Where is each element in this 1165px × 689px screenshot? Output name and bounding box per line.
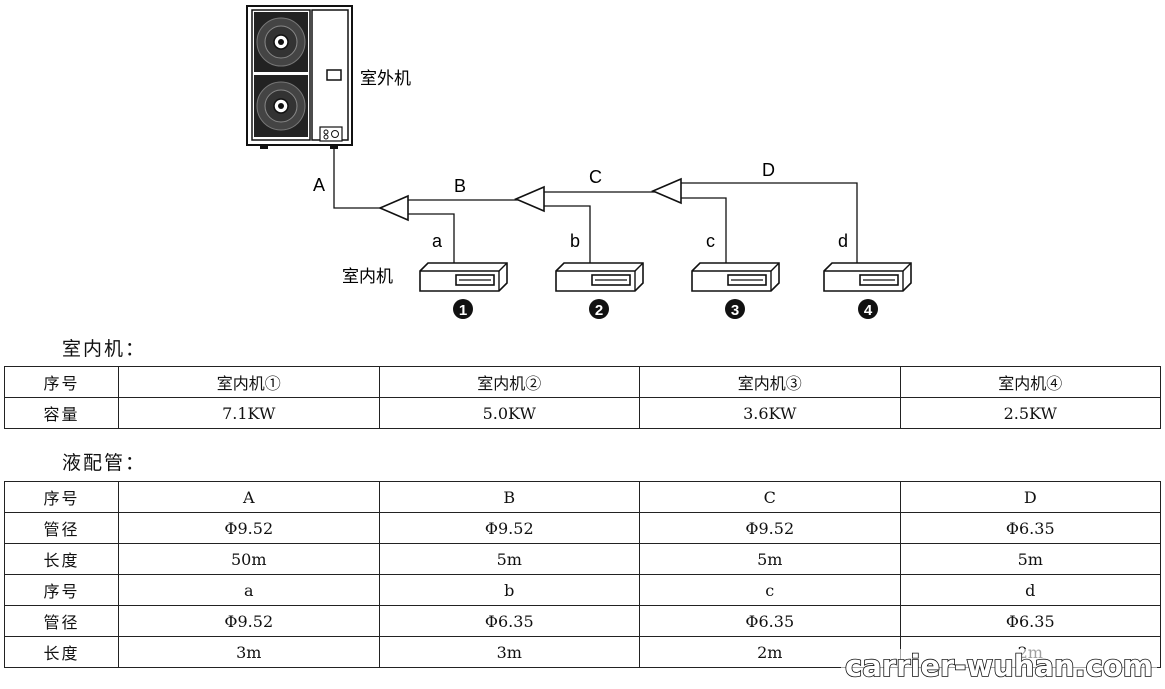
table-row: 管径 Φ9.52 Φ6.35 Φ6.35 Φ6.35 [4, 605, 1161, 637]
table-header-cell: 序号 [4, 574, 119, 606]
svg-text:3: 3 [731, 302, 739, 319]
table-cell: Φ6.35 [899, 512, 1161, 544]
pipe-label-b: b [570, 231, 580, 251]
unit-number-badge-3: 3 [725, 299, 745, 319]
indoor-unit-1 [419, 262, 508, 292]
table-cell: a [118, 574, 380, 606]
unit-number-badge-1: 1 [453, 299, 473, 319]
table-header-cell: 序号 [4, 366, 119, 398]
table-cell: Φ9.52 [118, 605, 380, 637]
pipe-label-C: C [589, 167, 602, 187]
table-cell: 室内机② [378, 366, 640, 398]
table-row: 容量 7.1KW 5.0KW 3.6KW 2.5KW [4, 397, 1161, 429]
table-cell: 室内机① [118, 366, 380, 398]
table-row: 长度 50m 5m 5m 5m [4, 543, 1161, 575]
table-header-cell: 管径 [4, 512, 119, 544]
pipe-label-A: A [313, 175, 325, 195]
table-header-cell: 序号 [4, 481, 119, 513]
table-row: 序号 a b c d [4, 574, 1161, 606]
table-cell: Φ9.52 [118, 512, 380, 544]
table-cell: Φ6.35 [378, 605, 640, 637]
table-cell: 5m [899, 543, 1161, 575]
pipe-label-c: c [706, 231, 715, 251]
table-header-cell: 长度 [4, 543, 119, 575]
watermark: carrier-wuhan.com [841, 648, 1157, 684]
table-row: 序号 A B C D [4, 481, 1161, 513]
branch-joint [513, 185, 545, 213]
table-header-cell: 容量 [4, 397, 119, 429]
table-cell: 5m [378, 543, 640, 575]
svg-text:1: 1 [459, 302, 467, 319]
table-cell: d [899, 574, 1161, 606]
pipe-label-d: d [838, 231, 848, 251]
table-cell: c [639, 574, 901, 606]
table-cell: B [378, 481, 640, 513]
table-cell: 7.1KW [118, 397, 380, 429]
fan-icon [256, 17, 306, 67]
pipe-label-B: B [454, 176, 466, 196]
pipe-label-a: a [432, 231, 443, 251]
table-row: 管径 Φ9.52 Φ9.52 Φ9.52 Φ6.35 [4, 512, 1161, 544]
svg-text:4: 4 [864, 302, 873, 319]
piping-diagram: 室外机 A B C D a b c d 室内机 [246, 5, 912, 319]
table-header-cell: 管径 [4, 605, 119, 637]
outdoor-unit-label: 室外机 [360, 69, 411, 89]
indoor-unit-label: 室内机 [342, 267, 393, 287]
table-cell: 3.6KW [639, 397, 901, 429]
svg-text:2: 2 [595, 302, 603, 319]
unit-number-badge-2: 2 [589, 299, 609, 319]
table-cell: 5m [639, 543, 901, 575]
branch-joint [650, 177, 682, 205]
pipe-label-D: D [762, 160, 775, 180]
table-cell: Φ9.52 [639, 512, 901, 544]
table-cell: Φ9.52 [378, 512, 640, 544]
outdoor-unit [246, 5, 353, 149]
table-cell: 室内机③ [639, 366, 901, 398]
unit-number-badge-4: 4 [858, 299, 878, 319]
table-cell: b [378, 574, 640, 606]
indoor-unit-2 [555, 262, 644, 292]
table-cell: D [899, 481, 1161, 513]
table-cell: Φ6.35 [899, 605, 1161, 637]
table-cell: 2.5KW [899, 397, 1161, 429]
table-row: 序号 室内机① 室内机② 室内机③ 室内机④ [4, 366, 1161, 398]
liquid-pipe-section-title: 液配管： [62, 452, 147, 474]
indoor-unit-4 [823, 262, 912, 292]
table-cell: Φ6.35 [639, 605, 901, 637]
indoor-section-title: 室内机： [62, 338, 147, 360]
table-cell: 5.0KW [378, 397, 640, 429]
table-cell: 50m [118, 543, 380, 575]
branch-joint [377, 194, 409, 222]
indoor-capacity-table: 序号 室内机① 室内机② 室内机③ 室内机④ 容量 7.1KW 5.0KW 3.… [4, 366, 1161, 429]
table-cell: A [118, 481, 380, 513]
table-header-cell: 长度 [4, 636, 119, 668]
table-cell: 3m [118, 636, 380, 668]
table-cell: C [639, 481, 901, 513]
fan-icon [256, 81, 306, 131]
pipe-lines [333, 148, 858, 264]
table-cell: 室内机④ [899, 366, 1161, 398]
liquid-pipe-table: 序号 A B C D 管径 Φ9.52 Φ9.52 Φ9.52 Φ6.35 长度… [4, 481, 1161, 668]
indoor-unit-3 [691, 262, 780, 292]
table-cell: 3m [378, 636, 640, 668]
